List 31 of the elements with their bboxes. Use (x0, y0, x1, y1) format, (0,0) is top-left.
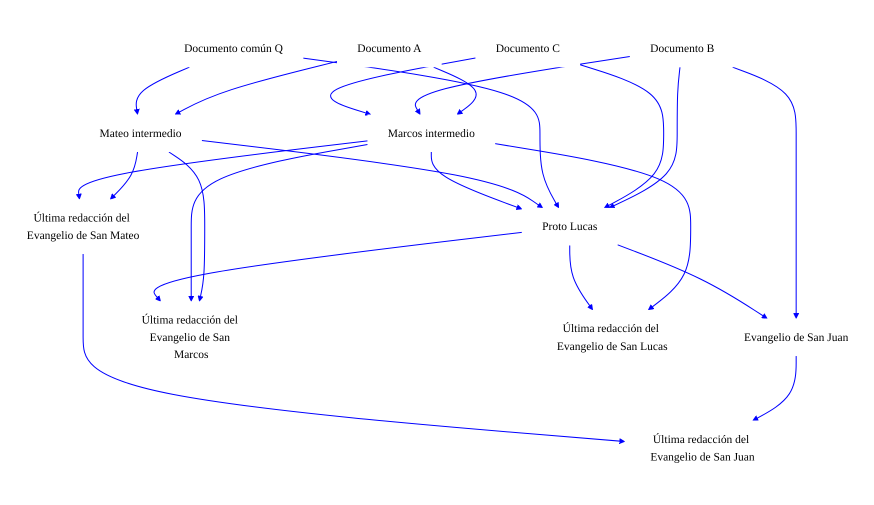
node-text: Mateo intermedio (100, 126, 182, 140)
arrow (134, 66, 190, 115)
arrow (110, 152, 138, 200)
node-text: Evangelio de San Juan (744, 330, 848, 344)
node-text: Marcos intermedio (388, 126, 475, 140)
arrow (303, 58, 560, 208)
arrow (188, 144, 368, 302)
node-text: Última redacción del Evangelio de San Lucas (556, 322, 668, 352)
node-text: Documento B (650, 42, 714, 55)
arrow (154, 232, 522, 302)
arrow (174, 60, 338, 115)
arrow (752, 356, 797, 421)
arrow (82, 254, 626, 444)
arrow (608, 67, 680, 208)
arrow (617, 244, 768, 319)
arrow (732, 66, 800, 319)
arrow (495, 143, 692, 310)
arrow (202, 140, 543, 208)
node-text: Proto Lucas (542, 220, 598, 233)
arrow (330, 57, 476, 116)
arrow (569, 245, 594, 310)
node-text: Documento común Q (184, 42, 283, 55)
arrow (168, 152, 206, 302)
arrow (430, 152, 522, 210)
arrow (433, 66, 477, 115)
node-text: Última redacción del Evangelio de San Marcos (142, 313, 238, 361)
node-text: Última redacción del Evangelio de San Juan (650, 432, 755, 463)
arrow (580, 64, 664, 208)
arrow (414, 56, 630, 115)
node-text: Última redacción del Evangelio de San Mateo (26, 211, 140, 242)
arrow (76, 140, 368, 200)
